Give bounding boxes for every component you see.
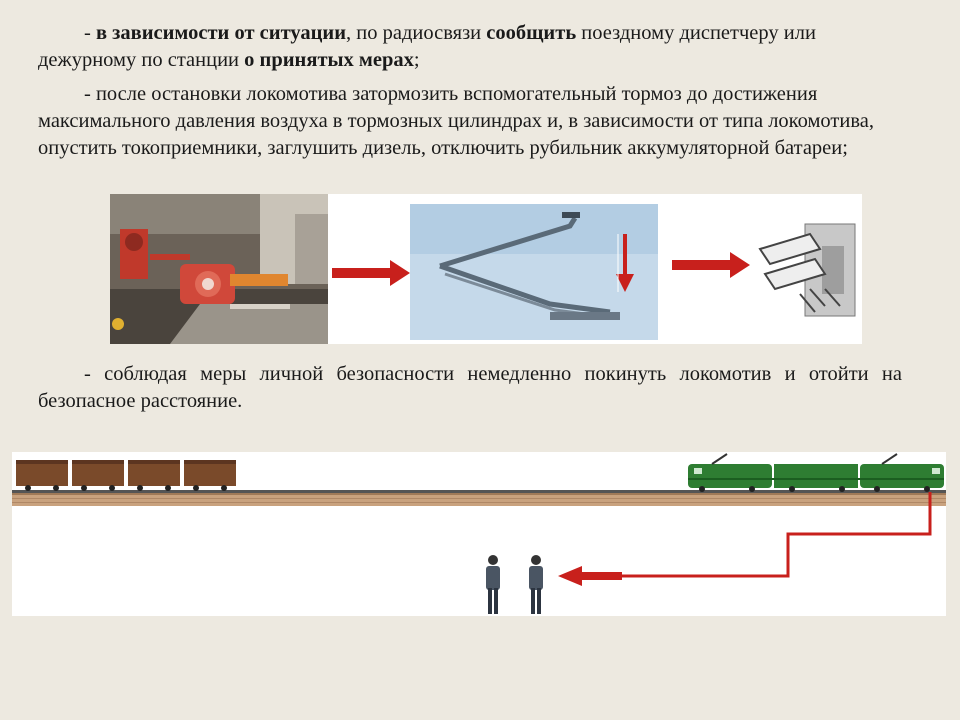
freight-car-icon <box>184 460 236 491</box>
locomotive-icon <box>688 453 944 492</box>
procedure-illustration-strip <box>110 194 862 344</box>
person-icon <box>529 555 543 614</box>
paragraph-after-stop-text: - после остановки локомотива затормозить… <box>38 83 874 159</box>
bold-report: сообщить <box>486 22 577 44</box>
freight-car-icon <box>128 460 180 491</box>
railway-track <box>12 490 946 506</box>
bold-situation: в зависимости от ситуации <box>95 22 347 44</box>
bold-measures: о принятых мерах <box>244 49 414 71</box>
direction-arrow-icon <box>672 252 750 278</box>
freight-car-icon <box>72 460 124 491</box>
paragraph-after-stop: - после остановки локомотива затормозить… <box>38 81 902 162</box>
battery-switch-diagram <box>758 223 856 317</box>
text-radio: , по радиосвязи <box>346 22 487 44</box>
text-end: ; <box>413 49 420 71</box>
freight-car-icon <box>16 460 68 491</box>
paragraph-leave-locomotive: - соблюдая меры личной безопасности неме… <box>38 361 902 415</box>
evacuation-path <box>558 492 932 586</box>
paragraph-leave-locomotive-text: - соблюдая меры личной безопасности неме… <box>38 363 902 412</box>
brake-valve-photo <box>110 194 328 344</box>
text-dispatcher: поездному диспетчеру или дежурному по ст… <box>38 22 816 71</box>
direction-arrow-icon <box>332 260 410 286</box>
paragraph-report-measures: - в зависимости от ситуации, по радиосвя… <box>38 20 902 74</box>
pantograph-lowering-diagram <box>410 204 658 340</box>
dash: - <box>84 22 96 44</box>
person-icon <box>486 555 500 614</box>
railway-safety-scene <box>12 452 946 616</box>
